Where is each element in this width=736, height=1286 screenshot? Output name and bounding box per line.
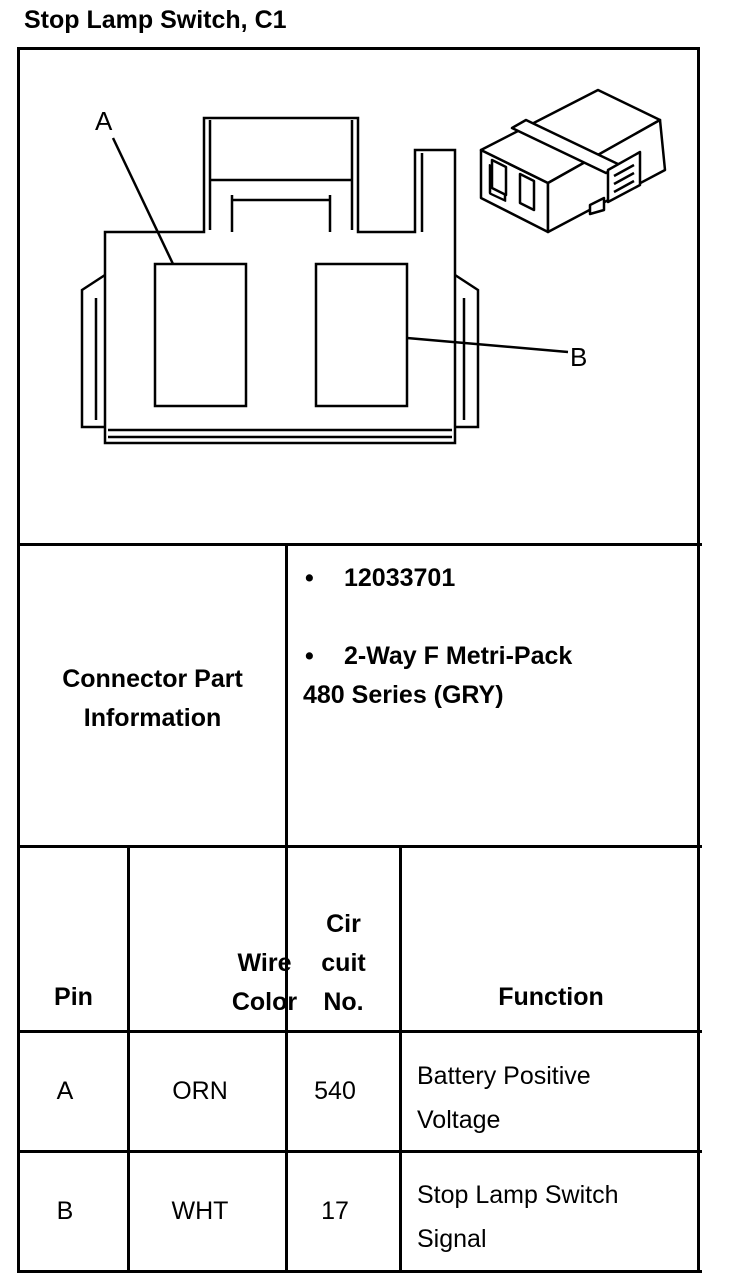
row-b-function: Stop Lamp Switch Signal	[417, 1181, 619, 1253]
row-a-wire-color: ORN	[172, 1077, 228, 1105]
divider-diagram-info	[17, 543, 702, 546]
connector-info-label: Connector Part Information	[62, 665, 243, 732]
callout-a: A	[95, 106, 113, 136]
row-a-function: Battery Positive Voltage	[417, 1062, 591, 1134]
header-circuit: Cir cuit No.	[321, 910, 366, 1016]
divider-info-table	[17, 845, 702, 848]
divider-col-circuit	[399, 845, 402, 1273]
connector-diagram: A B	[80, 88, 667, 445]
divider-col-pin	[127, 845, 130, 1273]
divider-col-info	[285, 543, 288, 1273]
header-pin: Pin	[54, 983, 93, 1011]
divider-header-row-a	[17, 1030, 702, 1033]
page-title: Stop Lamp Switch, C1	[24, 6, 287, 34]
row-b-wire-color: WHT	[171, 1197, 229, 1225]
row-b-circuit: 17	[321, 1197, 349, 1225]
connector-description-line1: 2-Way F Metri-Pack	[344, 642, 573, 670]
divider-row-a-row-b	[17, 1150, 702, 1153]
part-number: 12033701	[344, 564, 456, 592]
row-b-pin: B	[56, 1197, 74, 1225]
connector-description-line2: 480 Series (GRY)	[303, 681, 504, 709]
callout-b: B	[570, 342, 587, 372]
row-a-circuit: 540	[314, 1077, 356, 1105]
header-wire-color: Wire Color	[231, 949, 298, 1016]
connector-table-frame	[17, 47, 700, 1272]
bullet-2: •	[305, 642, 314, 670]
bullet-1: •	[305, 564, 314, 592]
divider-bottom	[17, 1270, 702, 1273]
row-a-pin: A	[56, 1077, 74, 1105]
header-function: Function	[498, 983, 604, 1011]
